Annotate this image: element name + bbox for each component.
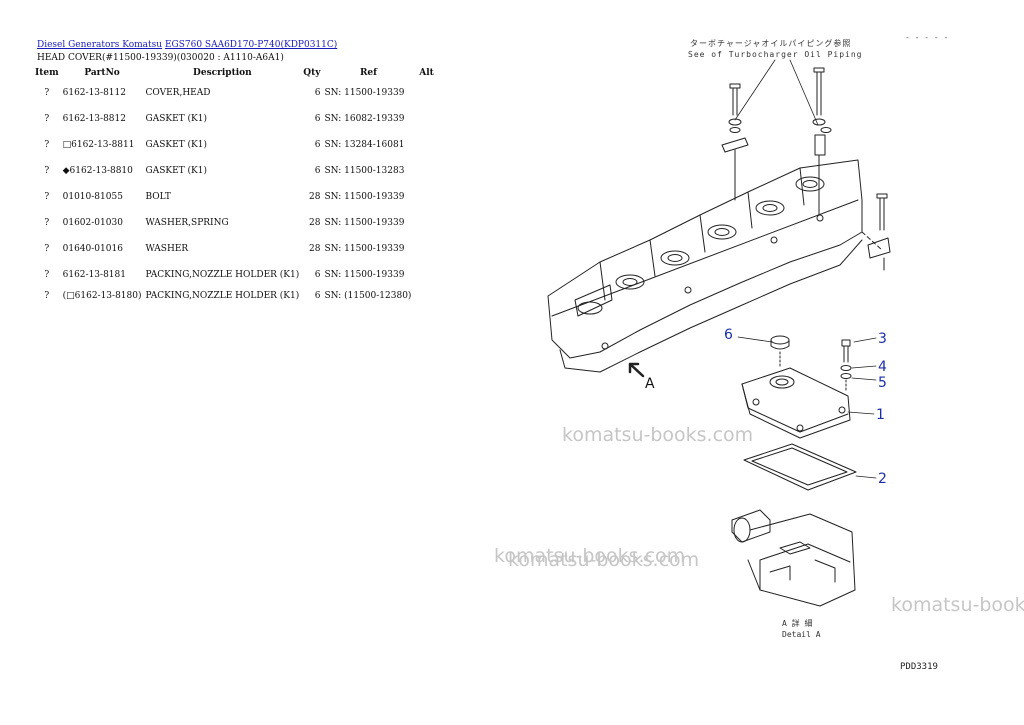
cell-ref: SN: 11500-19339 [324,88,405,98]
cell-qty: 28 [309,218,321,228]
cell-qty: 6 [314,270,321,280]
cell-description: COVER,HEAD [145,88,211,98]
cell-partno: □6162-13-8811 [62,140,135,150]
cell-qty: 6 [314,166,321,176]
turbo-note-jp: ターボチャージャオイルパイピング参照 [690,39,852,48]
cell-ref: SN: (11500-12380) [324,291,412,301]
cell-partno: 6162-13-8181 [62,270,126,280]
cell-description: WASHER [145,244,189,254]
watermark: komatsu-books.com [562,424,754,446]
cell-ref: SN: 11500-19339 [324,192,405,202]
cell-item: ? [44,88,50,98]
corner-mark: - - - - - [905,33,949,42]
cell-ref: SN: 11500-19339 [324,218,405,228]
detail-a-parts [731,335,857,607]
table-row: ? 01010-81055 BOLT 28 SN: 11500-19339 [35,184,439,210]
view-label: A [645,376,655,392]
page-subtitle: HEAD COVER(#11500-19339)(030020 : A1110-… [37,53,284,63]
cell-alt [415,184,439,210]
cell-item: ? [44,218,50,228]
cell-partno: ◆6162-13-8810 [62,166,133,176]
cell-description: PACKING,NOZZLE HOLDER (K1) [145,270,300,280]
table-row: ? □6162-13-8811 GASKET (K1) 6 SN: 13284-… [35,132,439,158]
cell-alt [415,236,439,262]
cell-description: GASKET (K1) [145,140,207,150]
callout-4: 4 [878,359,887,375]
cell-partno: 6162-13-8112 [62,88,126,98]
cell-description: PACKING,NOZZLE HOLDER (K1) [145,291,300,301]
cell-item: ? [44,291,50,301]
table-row: ? 01640-01016 WASHER 28 SN: 11500-19339 [35,236,439,262]
callout-6: 6 [724,327,733,343]
cell-alt [415,106,439,132]
exploded-parts-diagram [547,59,891,607]
table-row: ? (□6162-13-8180) PACKING,NOZZLE HOLDER … [35,288,439,304]
cell-partno: 01640-01016 [62,244,123,254]
cell-partno: (□6162-13-8180) [62,291,142,301]
cell-item: ? [44,166,50,176]
table-row: ? 01602-01030 WASHER,SPRING 28 SN: 11500… [35,210,439,236]
header-item: Item [35,68,59,78]
cell-item: ? [44,270,50,280]
breadcrumb-link-model[interactable]: EGS760 SAA6D170-P740(KDP0311C) [164,40,338,50]
cell-qty: 6 [314,114,321,124]
detail-label-jp: A 詳 細 [782,619,813,628]
cell-alt [415,158,439,184]
callout-3: 3 [878,331,887,347]
cell-qty: 28 [309,244,321,254]
watermark: komatsu-books.com [891,594,1024,616]
turbo-oil-pipe-parts [721,59,891,271]
cell-ref: SN: 11500-19339 [324,244,405,254]
cell-partno: 6162-13-8812 [62,114,126,124]
parts-table: Item PartNo Description Qty Ref Alt ? 61… [35,66,439,304]
cell-ref: SN: 11500-13283 [324,166,405,176]
table-row: ? ◆6162-13-8810 GASKET (K1) 6 SN: 11500-… [35,158,439,184]
cell-item: ? [44,244,50,254]
callout-5: 5 [878,375,887,391]
figure-code: PDD3319 [900,662,938,672]
callout-leaders [737,336,877,479]
cell-alt [415,262,439,288]
cell-description: BOLT [145,192,171,202]
cell-qty: 6 [314,291,321,301]
cell-description: GASKET (K1) [145,166,207,176]
head-cover-assembly [547,159,863,373]
breadcrumb-link-diesel-generators[interactable]: Diesel Generators Komatsu [37,40,163,50]
header-ref: Ref [359,68,378,78]
cell-alt [415,80,439,106]
table-row: ? 6162-13-8181 PACKING,NOZZLE HOLDER (K1… [35,262,439,288]
cell-partno: 01010-81055 [62,192,123,202]
detail-label-en: Detail A [782,630,821,639]
header-description: Description [193,68,252,78]
header-alt: Alt [419,68,434,78]
cell-qty: 6 [314,88,321,98]
cell-qty: 28 [309,192,321,202]
cell-ref: SN: 13284-16081 [324,140,405,150]
header-qty: Qty [303,68,321,78]
breadcrumb: Diesel Generators Komatsu EGS760 SAA6D17… [37,40,337,50]
cell-item: ? [44,114,50,124]
cell-item: ? [44,192,50,202]
table-row: ? 6162-13-8112 COVER,HEAD 6 SN: 11500-19… [35,80,439,106]
callout-2: 2 [878,471,887,487]
cell-alt [415,210,439,236]
cell-ref: SN: 16082-19339 [324,114,405,124]
watermark: komatsu-books.com [508,549,700,571]
cell-partno: 01602-01030 [62,218,123,228]
watermark: komatsu-books.com [494,545,686,567]
callout-1: 1 [876,407,885,423]
cell-ref: SN: 11500-19339 [324,270,405,280]
cell-qty: 6 [314,140,321,150]
turbo-note-en: See of Turbocharger Oil Piping [688,50,863,59]
cell-alt [415,288,439,304]
header-partno: PartNo [84,68,120,78]
table-row: ? 6162-13-8812 GASKET (K1) 6 SN: 16082-1… [35,106,439,132]
view-arrow [628,362,645,378]
parts-table-header: Item PartNo Description Qty Ref Alt [35,66,439,80]
cell-description: GASKET (K1) [145,114,207,124]
cell-alt [415,132,439,158]
cell-item: ? [44,140,50,150]
cell-description: WASHER,SPRING [145,218,229,228]
